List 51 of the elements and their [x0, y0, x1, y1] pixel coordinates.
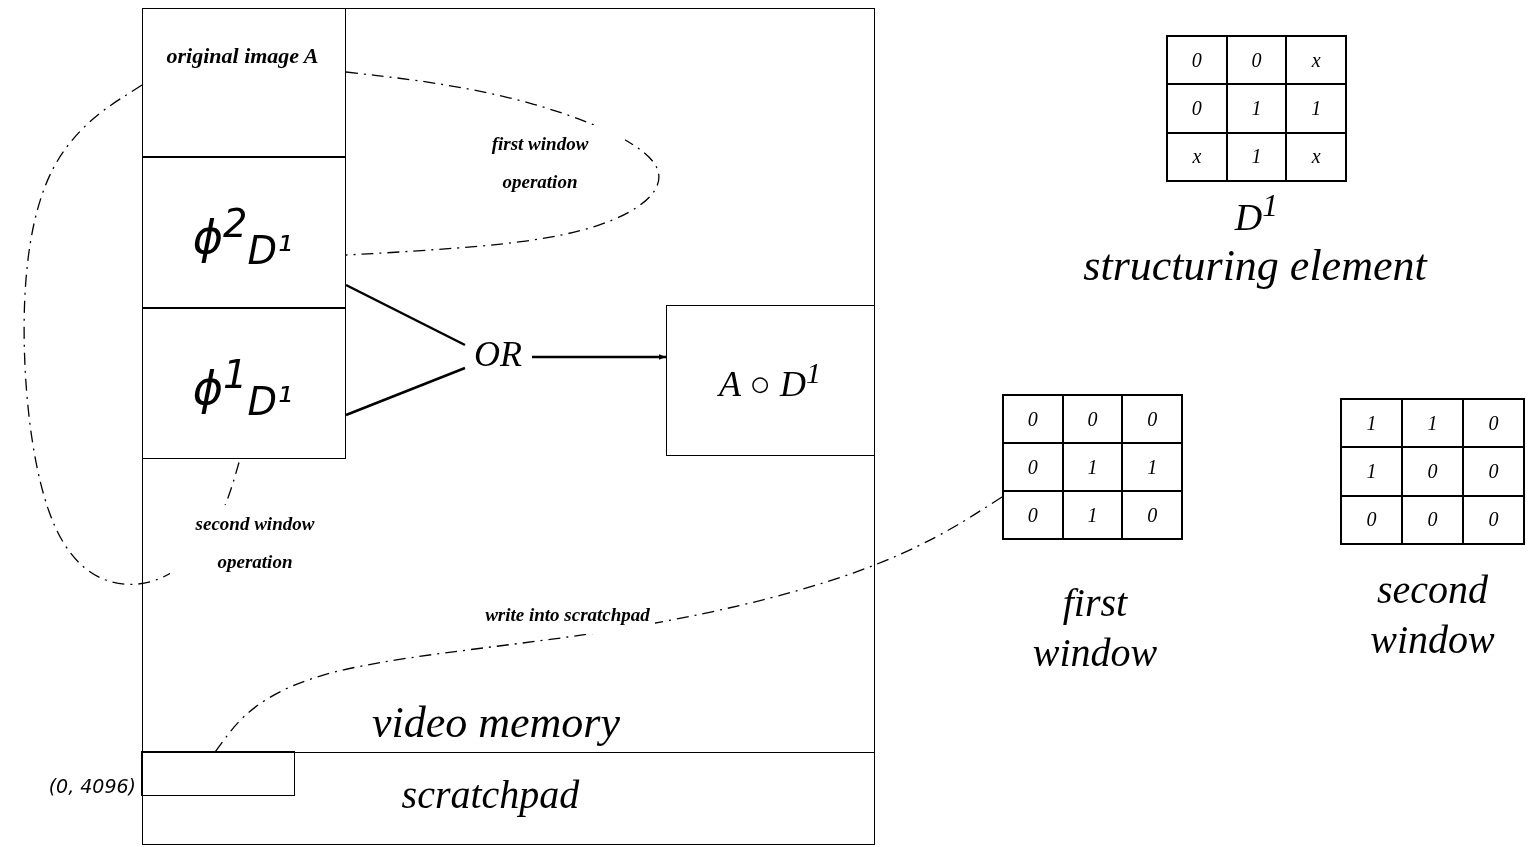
grid-cell: 0	[1003, 395, 1063, 443]
grid-cell: 0	[1463, 495, 1524, 544]
matrix-table	[1166, 35, 1347, 182]
caption-text: D$^{1}$	[1233, 187, 1280, 240]
connector	[532, 354, 666, 360]
grid-cell: 0	[1003, 443, 1063, 491]
grid-cell: 0	[1062, 395, 1123, 443]
dashed-connector	[345, 71, 660, 256]
node-label: video memory	[371, 699, 621, 749]
grid-cell: 0	[1122, 395, 1182, 443]
connector	[345, 366, 466, 417]
grid-cell: x	[1286, 36, 1346, 85]
memory-region	[141, 307, 346, 459]
node-label: A ○ D$^{1}$	[716, 355, 823, 406]
grid-cell: 1	[1062, 443, 1123, 491]
caption-text: first window	[1031, 579, 1159, 677]
node-label: OR	[473, 334, 523, 376]
dashed-connector	[23, 84, 241, 586]
grid-cell: 0	[1167, 84, 1227, 133]
grid-cell: 0	[1226, 36, 1287, 85]
grid-cell: 1	[1226, 132, 1287, 181]
grid-cell: 0	[1122, 491, 1182, 539]
grid-cell: 1	[1341, 399, 1402, 448]
grid-cell: 1	[1122, 443, 1182, 491]
grid-cell: 0	[1003, 491, 1063, 539]
grid-cell: 1	[1062, 491, 1123, 539]
node-label: scratchpad	[400, 772, 581, 819]
node-label: original image A	[165, 43, 320, 70]
grid-cell: 0	[1167, 36, 1227, 85]
scratchpad-region	[141, 751, 295, 796]
grid-cell: 1	[1226, 84, 1287, 133]
connector	[345, 283, 466, 347]
matrix-table	[1340, 398, 1525, 545]
grid-cell: x	[1167, 132, 1227, 181]
grid-cell: 1	[1341, 447, 1402, 496]
caption-text: structuring element	[1082, 240, 1429, 292]
grid-cell: 0	[1341, 495, 1402, 544]
caption-text: (0, 4096)	[47, 775, 136, 799]
result-box	[665, 304, 875, 456]
memory-region	[141, 7, 346, 157]
caption-text: second window	[1369, 566, 1496, 664]
grid-cell: x	[1286, 132, 1346, 181]
grid-cell: 1	[1402, 399, 1463, 448]
grid-cell: 1	[1286, 84, 1346, 133]
dashed-connector	[214, 496, 1003, 753]
grid-cell: 0	[1402, 495, 1463, 544]
matrix-table	[1002, 394, 1183, 540]
grid-cell: 0	[1402, 447, 1463, 496]
grid-cell: 0	[1463, 447, 1524, 496]
memory-region	[141, 156, 346, 308]
grid-cell: 0	[1463, 399, 1524, 448]
